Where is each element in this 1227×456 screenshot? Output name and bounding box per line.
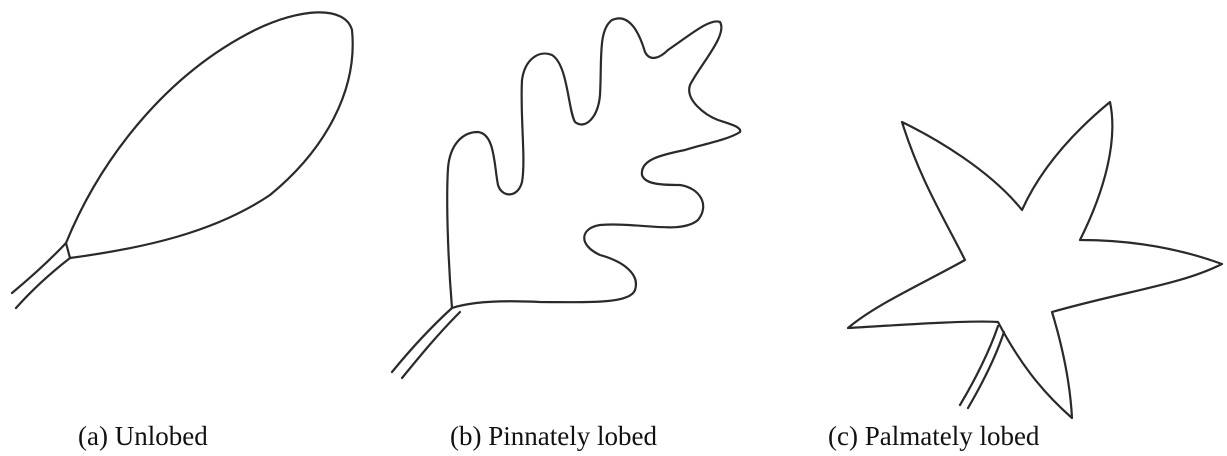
unlobed-leaf-petiole bbox=[12, 243, 70, 308]
caption-unlobed: (a) Unlobed bbox=[78, 420, 208, 452]
unlobed-leaf-blade bbox=[66, 12, 353, 258]
caption-palmately-lobed: (c) Palmately lobed bbox=[828, 420, 1039, 452]
palmately-lobed-leaf-petiole bbox=[960, 326, 1004, 408]
pinnately-lobed-leaf-blade bbox=[447, 18, 740, 308]
palmately-lobed-leaf-drawing bbox=[848, 102, 1222, 418]
pinnately-lobed-leaf-drawing bbox=[392, 18, 740, 378]
palmately-lobed-leaf-blade bbox=[848, 102, 1222, 418]
unlobed-leaf-drawing bbox=[12, 12, 353, 308]
caption-pinnately-lobed: (b) Pinnately lobed bbox=[450, 420, 657, 452]
pinnately-lobed-leaf-petiole bbox=[392, 308, 460, 378]
